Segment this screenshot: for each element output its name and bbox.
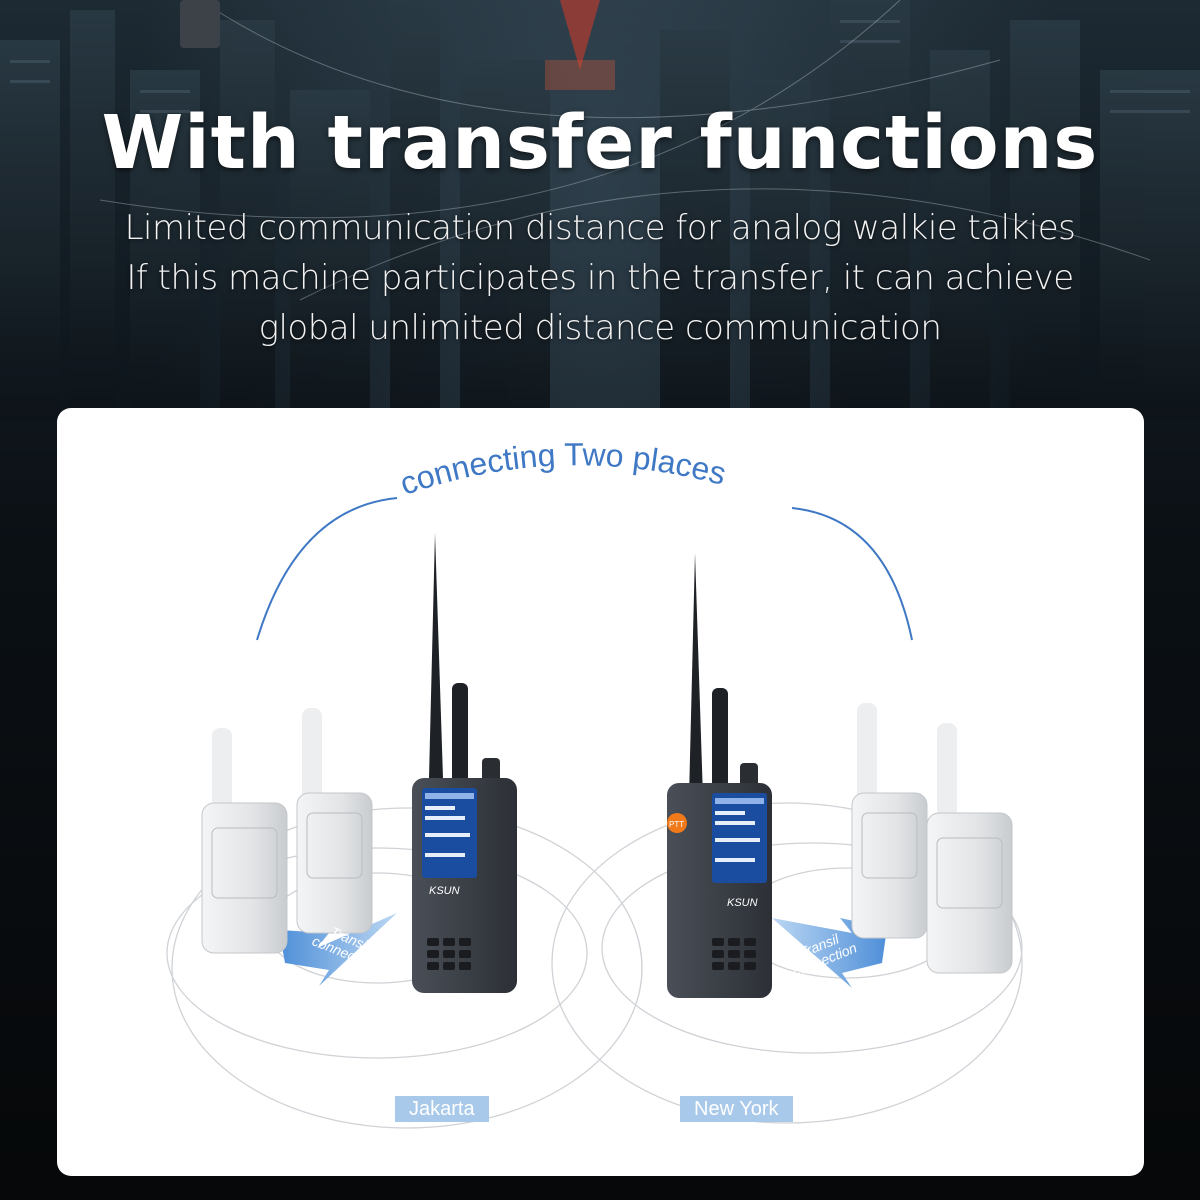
white-radio-icon (851, 703, 928, 939)
white-radio-icon (926, 723, 1013, 974)
city-skyline-image (0, 0, 1200, 420)
transfer-diagram-card: connecting Two places (57, 408, 1144, 1176)
description-line-3: global unlimited distance communication (258, 308, 942, 348)
description-line-1: Limited communication distance for analo… (124, 208, 1076, 248)
svg-text:KSUN: KSUN (429, 885, 460, 897)
svg-text:PTT: PTT (669, 820, 684, 829)
ksun-radio-left-icon: KSUN (412, 533, 517, 993)
location-badge-new-york: New York (680, 1096, 793, 1122)
arc-left (256, 497, 398, 641)
description-line-2: If this machine participates in the tran… (126, 258, 1074, 298)
ptt-button-icon (667, 813, 687, 833)
white-radio-icon (201, 728, 288, 954)
svg-text:KSUN: KSUN (727, 897, 758, 909)
transfer-arrow-left-icon (279, 913, 397, 986)
white-radio-icon (296, 708, 373, 934)
arc-label: connecting Two places (395, 436, 729, 502)
transfer-diagram: connecting Two places (166, 436, 1023, 1129)
ksun-radio-right-icon: PTT KSUN (667, 553, 772, 998)
page-title: With transfer functions (101, 100, 1099, 186)
radio-thumbnail-icon (180, 0, 220, 48)
location-badge-jakarta: Jakarta (395, 1096, 489, 1122)
arc-right (791, 507, 913, 641)
